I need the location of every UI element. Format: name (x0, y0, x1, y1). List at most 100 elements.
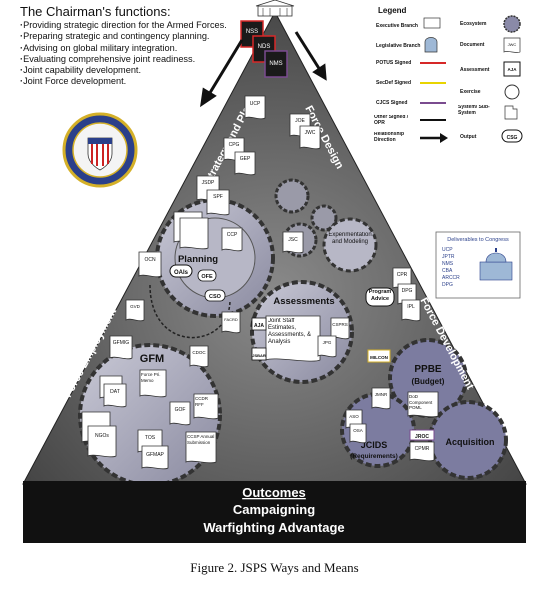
svg-text:CPMR: CPMR (415, 446, 430, 452)
doc-cpmr: CPMR (409, 441, 435, 462)
legend-exercise-icon (504, 84, 520, 100)
legend-leg-icon (424, 37, 438, 53)
hub-jcids-sub: (Requirements) (350, 453, 398, 460)
hub-ppbe-sub: (Budget) (412, 377, 445, 386)
doc-gfmig: GFMIG (109, 335, 133, 360)
congress-item-5: ARCCR (442, 275, 460, 281)
svg-text:SPF: SPF (213, 194, 223, 200)
svg-text:ASO: ASO (349, 414, 359, 419)
svg-text:JOE: JOE (295, 118, 305, 124)
legend-assess-abbr: AJA (507, 67, 517, 72)
svg-text:OCN: OCN (144, 257, 156, 263)
svg-text:CPR: CPR (397, 272, 408, 278)
doc-gvd: GVD (125, 299, 145, 322)
svg-text:MILCON: MILCON (370, 355, 388, 360)
doc-force-pm: Force Pri. Memo (139, 369, 167, 398)
function-item: Preparing strategic and contingency plan… (20, 31, 227, 42)
svg-text:JSC: JSC (288, 237, 298, 243)
doc-jmnr: JMNR (371, 387, 391, 410)
jcs-seal (62, 112, 138, 188)
svg-text:GFMAP: GFMAP (146, 452, 164, 458)
congress-item-6: DPG (442, 282, 453, 288)
doc-spf: SPF (206, 189, 230, 216)
doc-jwc: JWC (299, 125, 321, 150)
function-item: Joint Force development. (20, 76, 227, 87)
svg-text:OSA: OSA (353, 428, 363, 433)
congress-item-4: CBA (442, 268, 453, 274)
legend-doc-abbr: JWC (508, 42, 517, 47)
function-item: Joint capability development. (20, 65, 227, 76)
function-item: Providing strategic direction for the Ar… (20, 20, 227, 31)
doc-dat: DAT (99, 375, 127, 408)
svg-text:CSO: CSO (209, 294, 222, 300)
doc-facrd: FACRD (221, 311, 241, 334)
hub-ppbe: PPBE (414, 364, 442, 375)
doc-milcon: MILCON (367, 349, 391, 363)
svg-text:JSDP: JSDP (202, 180, 215, 186)
doc-jsc: JSC (282, 231, 304, 254)
svg-text:GEP: GEP (240, 156, 251, 162)
doc-dod-poml: DoD Component POML (407, 391, 439, 418)
doc-ccsp: CCSP Annual Submission (185, 431, 217, 464)
white-house-icon (255, 0, 295, 17)
svg-text:GFMIG: GFMIG (113, 340, 129, 346)
doc-ngos: NGOs (81, 411, 117, 458)
doc-gfmap: GFMAP (141, 445, 169, 470)
hub-experimentation: Experimentation and Modeling (328, 232, 371, 245)
svg-text:JROC: JROC (415, 434, 429, 440)
small-gear-1 (274, 178, 310, 214)
program-advice-badge: Program Advice (365, 287, 395, 307)
svg-text:JSBAR: JSBAR (252, 353, 266, 358)
legend-title: Legend (378, 6, 407, 15)
svg-text:NGOs: NGOs (95, 433, 109, 439)
legend-output: Output (460, 134, 477, 140)
doc-jroc: JROC (409, 429, 435, 441)
svg-text:UCP: UCP (250, 101, 261, 107)
badge-aja: AJA (251, 317, 267, 331)
hub-gfm: GFM (140, 353, 164, 365)
outcomes-line1: Campaigning (233, 502, 315, 517)
legend-ecosystem: Ecosystem (460, 21, 487, 27)
svg-text:GVD: GVD (130, 304, 141, 309)
function-item: Evaluating comprehensive joint readiness… (20, 54, 227, 65)
hub-planning: Planning (178, 254, 218, 265)
legend-document: Document (460, 42, 485, 48)
legend: Legend Executive Branch Ecosystem Legisl… (374, 6, 523, 143)
svg-text:IPL: IPL (407, 304, 415, 310)
badge-cso: CSO (204, 289, 226, 302)
function-item: Advising on global military integration. (20, 43, 227, 54)
congress-item-2: JPTR (442, 254, 455, 260)
hub-assessments: Assessments (273, 296, 334, 307)
svg-text:OAIs: OAIs (174, 270, 189, 276)
legend-potus: POTUS Signed (376, 60, 411, 66)
doc-ucp: UCP (244, 95, 266, 120)
legend-relationship-arrowhead (440, 133, 448, 143)
small-gear-2 (310, 204, 338, 232)
doc-gep: GEP (234, 151, 256, 176)
svg-text:JWC: JWC (305, 130, 316, 136)
functions-title: The Chairman's functions: (20, 4, 171, 19)
doc-cdoc: CDOC (189, 345, 209, 368)
figure-caption: Figure 2. JSPS Ways and Means (190, 560, 359, 575)
legend-exercise: Exercise (460, 89, 481, 95)
legend-leg: Legislative Branch (376, 43, 420, 49)
congress-title: Deliverables to Congress (447, 237, 509, 243)
svg-text:DPG: DPG (402, 288, 413, 294)
legend-exec: Executive Branch (376, 23, 418, 29)
legend-output-abbr: CSG (507, 135, 518, 141)
badge-jsbar: JSBAR (251, 347, 267, 361)
badge-ofe: OFE (197, 269, 217, 282)
svg-text:CSPRS: CSPRS (332, 322, 348, 327)
svg-text:TOS: TOS (145, 435, 156, 441)
stack-nms: NMS (269, 61, 282, 67)
capitol-icon (479, 248, 513, 281)
stack-nds: NDS (258, 44, 271, 50)
svg-text:OFE: OFE (201, 274, 213, 280)
svg-text:GOF: GOF (175, 407, 186, 413)
doc-jpg: JPG (317, 335, 337, 358)
strategy-doc-stack: NSS NDS NMS (240, 20, 288, 78)
legend-assessment: Assessment (460, 67, 490, 73)
doc-ocn: OCN (138, 251, 162, 278)
outcomes-band (23, 481, 526, 543)
